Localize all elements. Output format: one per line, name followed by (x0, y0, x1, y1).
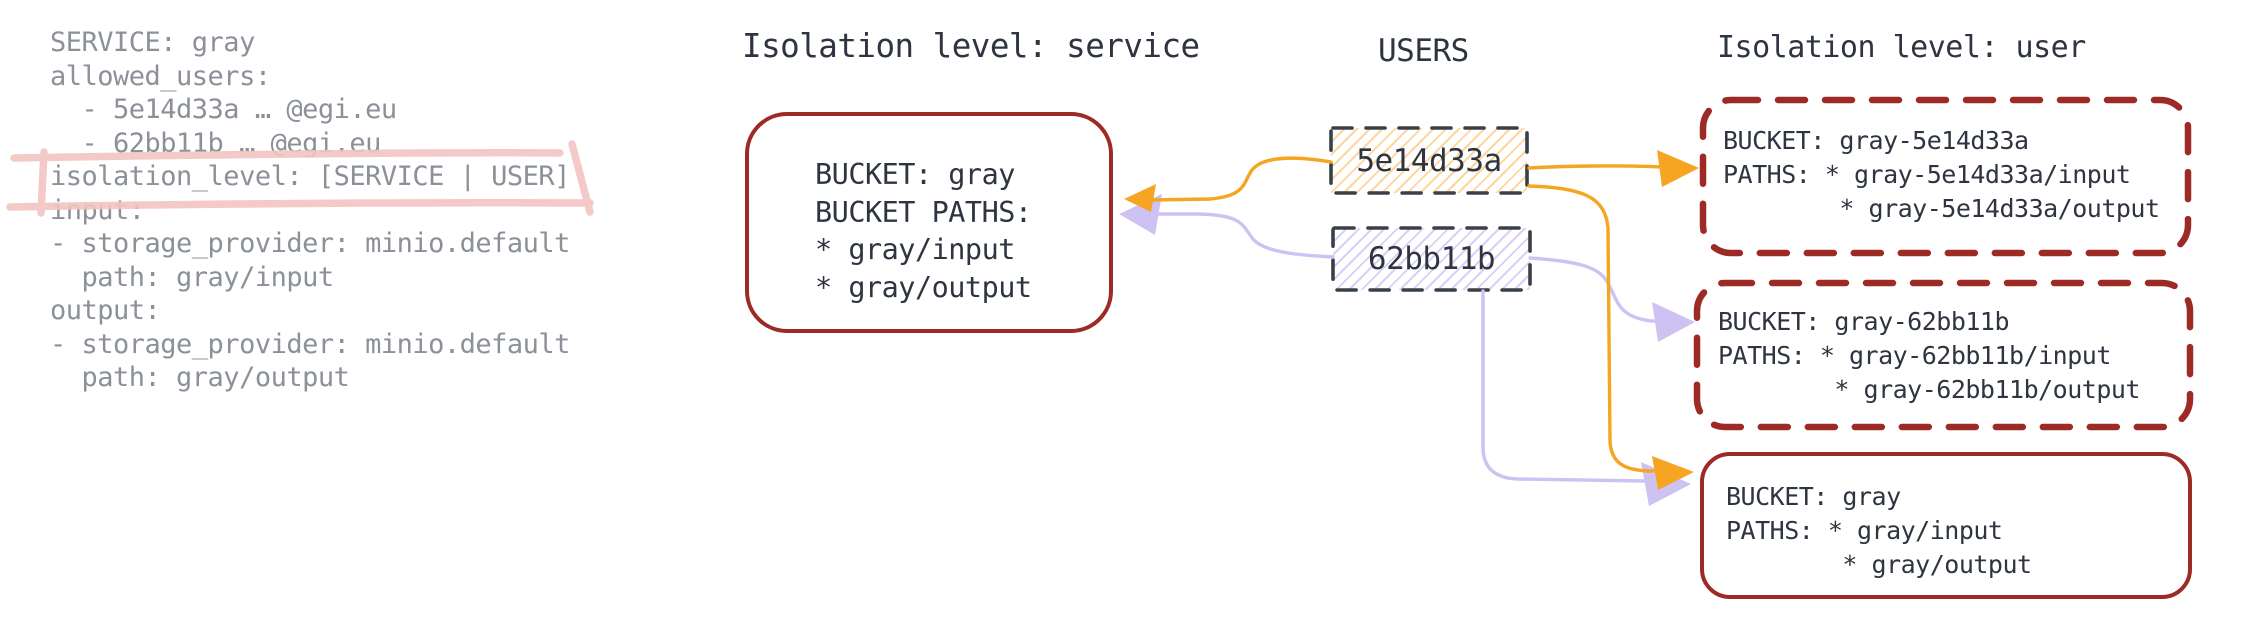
service-bucket-box: BUCKET: gray BUCKET PATHS: * gray/input … (745, 112, 1113, 333)
shared-bucket-box: BUCKET: gray PATHS: * gray/input * gray/… (1700, 452, 2192, 599)
arrow-user1-to-shared-bucket (1527, 184, 1694, 490)
user-chip-5e14d33a: 5e14d33a (1331, 128, 1527, 193)
service-config-yaml: SERVICE: gray allowed_users: - 5e14d33a … (50, 27, 570, 393)
arrow-user1-to-service (1124, 156, 1333, 212)
arrow-user2-to-service (1119, 194, 1335, 259)
shared-bucket-text: BUCKET: gray PATHS: * gray/input * gray/… (1726, 482, 2032, 579)
user1-bucket-text: BUCKET: gray-5e14d33a PATHS: * gray-5e14… (1723, 126, 2160, 223)
user-chip-62bb11b: 62bb11b (1333, 228, 1530, 290)
service-bucket-text: BUCKET: gray BUCKET PATHS: * gray/input … (815, 158, 1032, 304)
user2-bucket-text: BUCKET: gray-62bb11b PATHS: * gray-62bb1… (1718, 307, 2141, 404)
heading-isolation-level-service: Isolation level: service (742, 27, 1200, 65)
heading-users: USERS (1378, 33, 1469, 69)
user2-bucket-box: BUCKET: gray-62bb11b PATHS: * gray-62bb1… (1697, 283, 2190, 427)
arrow-user2-to-user2-bucket (1528, 256, 1695, 342)
user1-bucket-box: BUCKET: gray-5e14d33a PATHS: * gray-5e14… (1703, 100, 2188, 253)
user-chip-5e14d33a-label: 5e14d33a (1356, 142, 1502, 179)
heading-isolation-level-user: Isolation level: user (1717, 30, 2086, 65)
user-chip-62bb11b-label: 62bb11b (1367, 241, 1496, 277)
arrow-user2-to-shared-bucket (1481, 289, 1691, 506)
arrow-user1-to-user1-bucket (1527, 150, 1699, 187)
